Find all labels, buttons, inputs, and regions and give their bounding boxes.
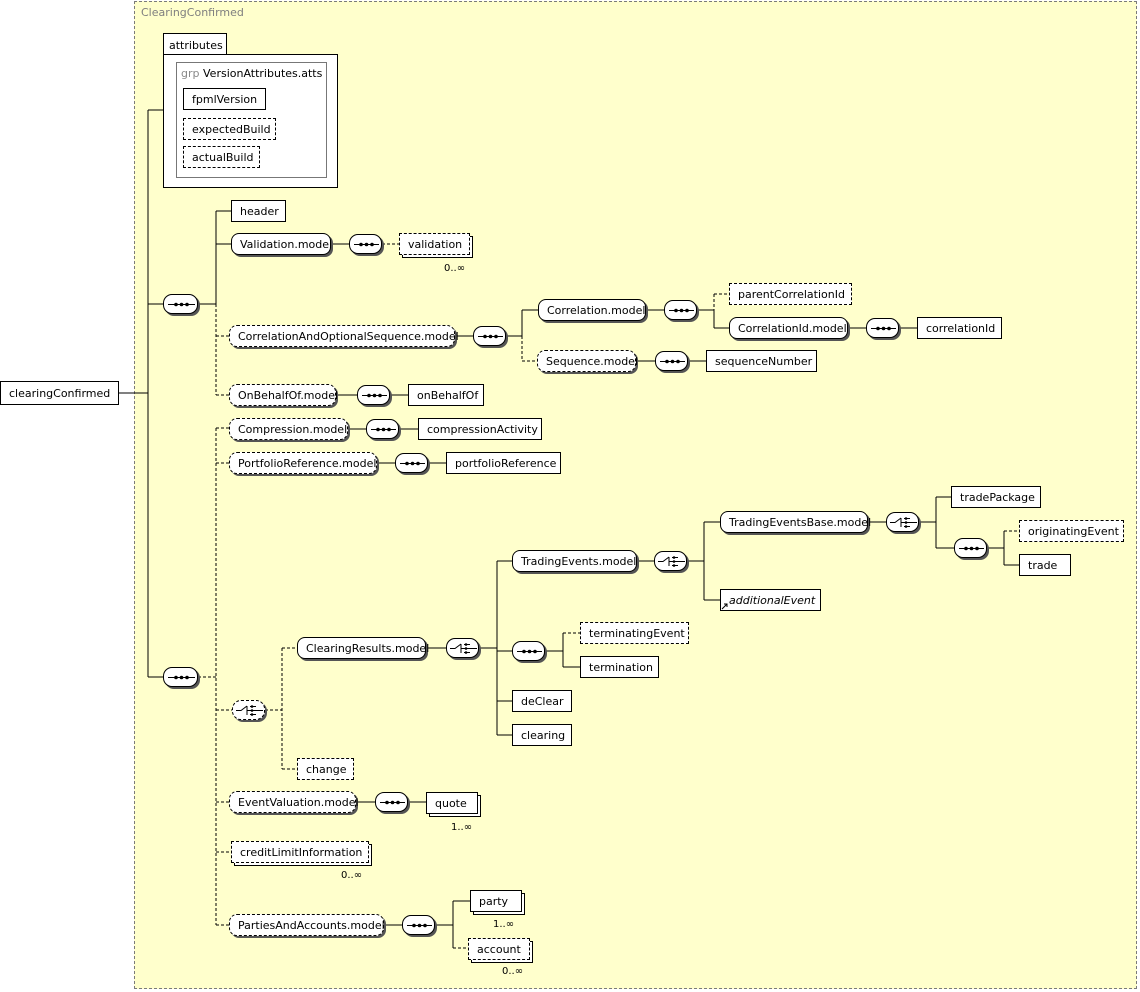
sequence-compositor-icon (402, 915, 435, 935)
attr-fpml-version: fpmlVersion (183, 88, 266, 110)
sequence-compositor-icon (366, 419, 399, 439)
group-correlation-model: Correlation.model (538, 299, 646, 321)
element-account: account (468, 938, 530, 960)
element-header: header (231, 200, 286, 222)
element-change: change (297, 758, 354, 780)
element-validation: validation (399, 233, 470, 255)
group-portfolio-reference-model: PortfolioReference.model (229, 452, 377, 474)
cardinality-quote: 1..∞ (451, 822, 473, 833)
sequence-compositor-icon (655, 351, 688, 371)
sequence-compositor-icon (866, 318, 899, 338)
sequence-compositor-icon (375, 792, 408, 812)
element-on-behalf-of: onBehalfOf (408, 384, 484, 406)
sequence-compositor-icon (395, 453, 428, 473)
cardinality-credit-limit-information: 0..∞ (341, 870, 363, 881)
sequence-compositor-icon (473, 326, 506, 346)
attribute-group-title: grp VersionAttributes.atts (181, 67, 322, 80)
element-quote: quote (426, 792, 478, 814)
reference-arrow-icon (721, 603, 728, 610)
group-parties-and-accounts-model: PartiesAndAccounts.model (229, 914, 385, 936)
group-sequence-model: Sequence.model (537, 350, 638, 372)
element-trade: trade (1019, 554, 1071, 576)
sequence-compositor-icon (664, 300, 697, 320)
element-termination: termination (580, 656, 659, 678)
element-parent-correlation-id: parentCorrelationId (729, 283, 852, 305)
element-portfolio-reference: portfolioReference (446, 452, 561, 474)
group-keyword: grp (181, 67, 200, 80)
choice-compositor-icon (446, 638, 479, 658)
cardinality-party: 1..∞ (493, 919, 515, 930)
complex-type-title: ClearingConfirmed (141, 6, 244, 19)
group-validation-model: Validation.model (231, 233, 332, 255)
sequence-compositor-icon (954, 538, 987, 558)
attributes-tab: attributes (163, 33, 227, 55)
group-clearing-results-model: ClearingResults.model (297, 637, 429, 659)
sequence-compositor-icon (357, 385, 390, 405)
element-compression-activity: compressionActivity (418, 418, 542, 440)
element-de-clear: deClear (512, 690, 572, 712)
sequence-compositor-icon (349, 234, 382, 254)
group-on-behalf-of-model: OnBehalfOf.model (229, 384, 338, 406)
cardinality-account: 0..∞ (502, 966, 524, 977)
element-additional-event: additionalEvent (720, 589, 821, 611)
attr-expected-build: expectedBuild (183, 118, 276, 140)
choice-compositor-icon (654, 551, 687, 571)
group-name: VersionAttributes.atts (203, 67, 323, 80)
choice-compositor-icon (232, 700, 265, 720)
element-terminating-event: terminatingEvent (580, 622, 689, 644)
group-correlation-and-optional-sequence-model: CorrelationAndOptionalSequence.model (229, 325, 459, 347)
choice-compositor-icon (886, 512, 919, 532)
group-compression-model: Compression.model (229, 418, 348, 440)
group-event-valuation-model: EventValuation.model (229, 791, 359, 813)
group-trading-events-base-model: TradingEventsBase.model (720, 511, 871, 533)
root-element-box: clearingConfirmed (0, 381, 119, 405)
group-trading-events-model: TradingEvents.model (512, 550, 637, 572)
cardinality-validation: 0..∞ (444, 263, 466, 274)
element-trade-package: tradePackage (951, 486, 1041, 508)
element-credit-limit-information: creditLimitInformation (231, 841, 369, 863)
element-correlation-id: correlationId (917, 317, 1002, 339)
element-originating-event: originatingEvent (1019, 520, 1124, 542)
sequence-compositor-icon (163, 667, 198, 687)
element-sequence-number: sequenceNumber (706, 350, 817, 372)
element-party: party (470, 890, 522, 912)
group-correlation-id-model: CorrelationId.model (729, 317, 848, 339)
attr-actual-build: actualBuild (183, 146, 260, 168)
sequence-compositor-icon (512, 641, 545, 661)
element-clearing: clearing (512, 724, 572, 746)
sequence-compositor-icon (163, 294, 198, 314)
